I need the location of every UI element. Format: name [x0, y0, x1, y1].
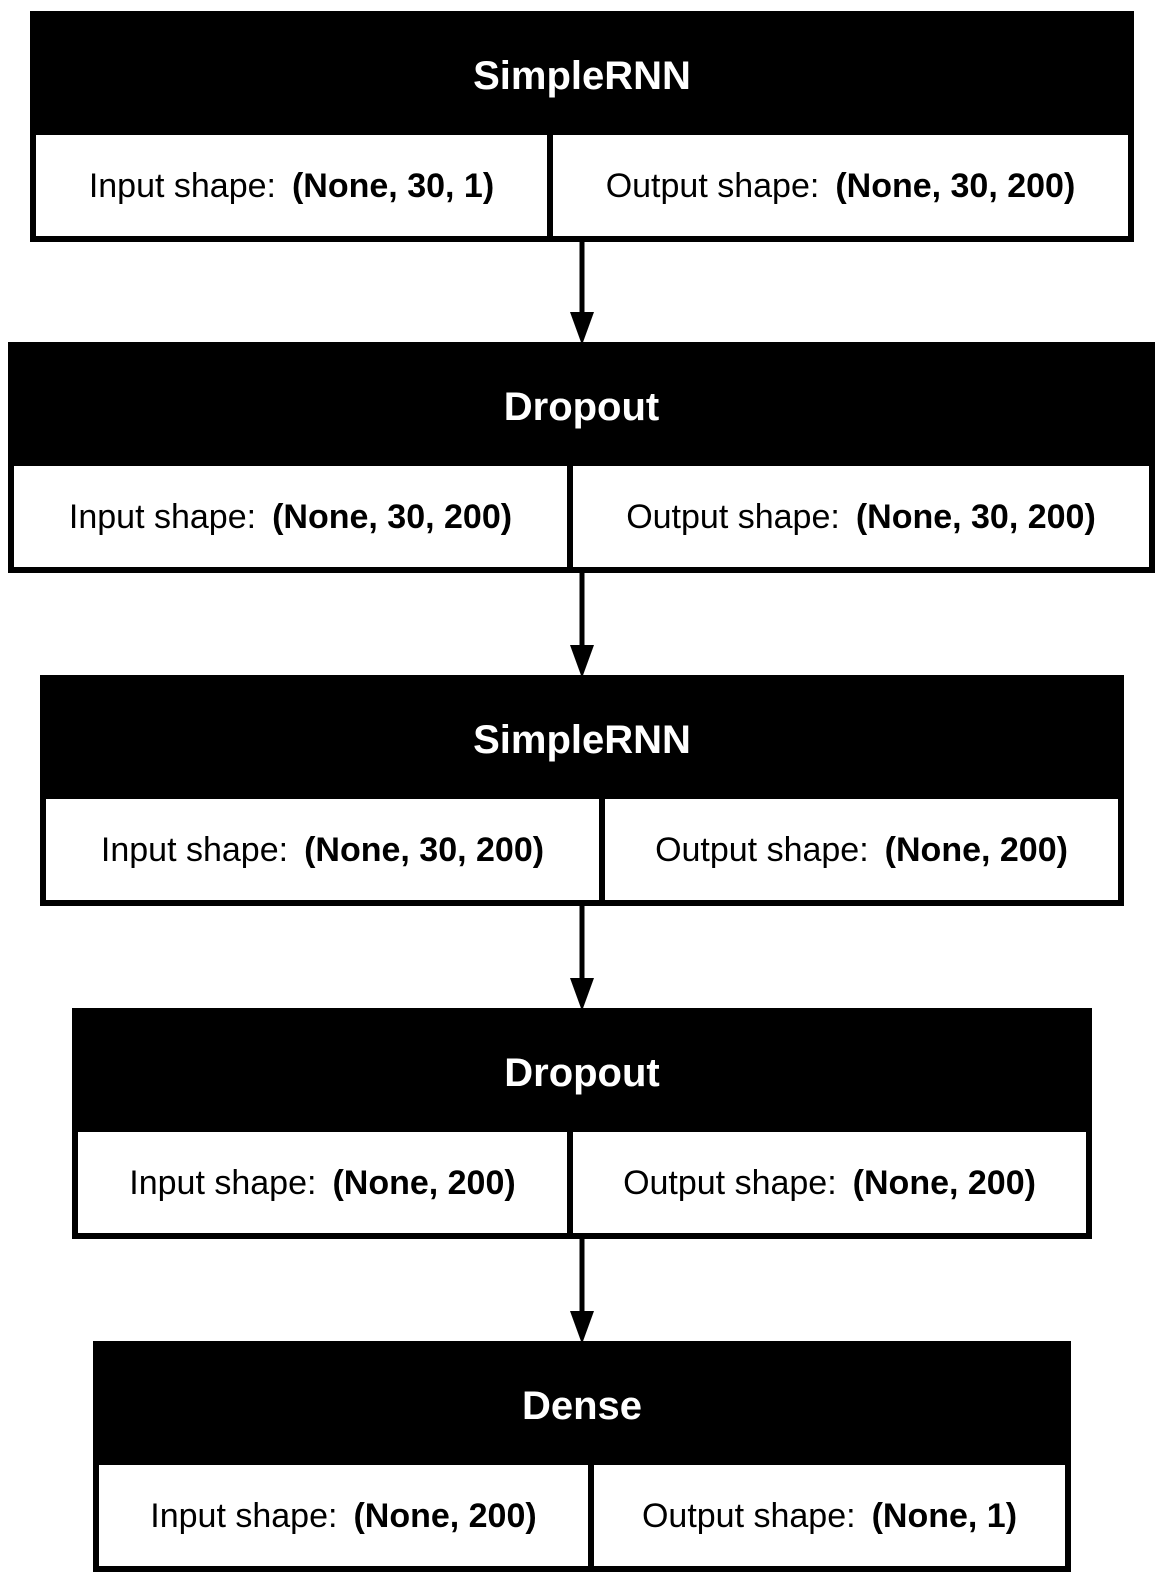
layer-node-simplernn-1[interactable]: SimpleRNN Input shape: (None, 30, 1) Out…: [30, 11, 1134, 242]
layer-title: SimpleRNN: [46, 681, 1118, 799]
output-shape-value: (None, 200): [852, 1163, 1036, 1202]
output-shape-value: (None, 1): [871, 1496, 1018, 1535]
input-shape-label: Input shape:: [88, 166, 276, 205]
output-shape-label: Output shape:: [605, 166, 820, 205]
cell-divider: [567, 1132, 573, 1233]
layer-node-simplernn-2[interactable]: SimpleRNN Input shape: (None, 30, 200) O…: [40, 675, 1124, 906]
input-shape-label: Input shape:: [68, 497, 257, 536]
input-shape-cell: Input shape: (None, 30, 1): [36, 135, 547, 236]
output-shape-label: Output shape:: [641, 1496, 856, 1535]
layer-node-dropout-2[interactable]: Dropout Input shape: (None, 200) Output …: [72, 1008, 1092, 1239]
input-shape-cell: Input shape: (None, 200): [99, 1465, 588, 1566]
input-shape-label: Input shape:: [150, 1496, 338, 1535]
input-shape-value: (None, 200): [332, 1163, 516, 1202]
input-shape-value: (None, 200): [353, 1496, 537, 1535]
layer-title: Dropout: [78, 1014, 1086, 1132]
arrow-dropout-to-dense: [570, 1239, 594, 1344]
arrow-simplernn-to-dropout: [570, 240, 594, 345]
input-shape-label: Input shape:: [100, 830, 289, 869]
output-shape-cell: Output shape: (None, 1): [594, 1465, 1065, 1566]
output-shape-label: Output shape:: [626, 497, 840, 536]
cell-divider: [588, 1465, 594, 1566]
layer-node-dropout-1[interactable]: Dropout Input shape: (None, 30, 200) Out…: [8, 342, 1155, 573]
cell-divider: [599, 799, 605, 900]
output-shape-cell: Output shape: (None, 200): [573, 1132, 1086, 1233]
layer-title: SimpleRNN: [36, 17, 1128, 135]
output-shape-cell: Output shape: (None, 200): [605, 799, 1118, 900]
input-shape-label: Input shape:: [129, 1163, 317, 1202]
input-shape-value: (None, 30, 200): [272, 497, 513, 536]
arrow-dropout-to-simplernn: [570, 573, 594, 678]
output-shape-value: (None, 30, 200): [855, 497, 1096, 536]
layer-title: Dropout: [14, 348, 1149, 466]
cell-divider: [567, 466, 573, 567]
layer-title: Dense: [99, 1347, 1065, 1465]
arrow-simplernn-to-dropout-2: [570, 906, 594, 1011]
output-shape-value: (None, 30, 200): [835, 166, 1076, 205]
output-shape-value: (None, 200): [884, 830, 1068, 869]
output-shape-label: Output shape:: [655, 830, 869, 869]
input-shape-cell: Input shape: (None, 200): [78, 1132, 567, 1233]
layer-node-dense[interactable]: Dense Input shape: (None, 200) Output sh…: [93, 1341, 1071, 1572]
output-shape-cell: Output shape: (None, 30, 200): [553, 135, 1128, 236]
cell-divider: [547, 135, 553, 236]
input-shape-cell: Input shape: (None, 30, 200): [46, 799, 599, 900]
input-shape-value: (None, 30, 200): [304, 830, 545, 869]
input-shape-value: (None, 30, 1): [291, 166, 495, 205]
output-shape-cell: Output shape: (None, 30, 200): [573, 466, 1149, 567]
output-shape-label: Output shape:: [623, 1163, 837, 1202]
input-shape-cell: Input shape: (None, 30, 200): [14, 466, 567, 567]
